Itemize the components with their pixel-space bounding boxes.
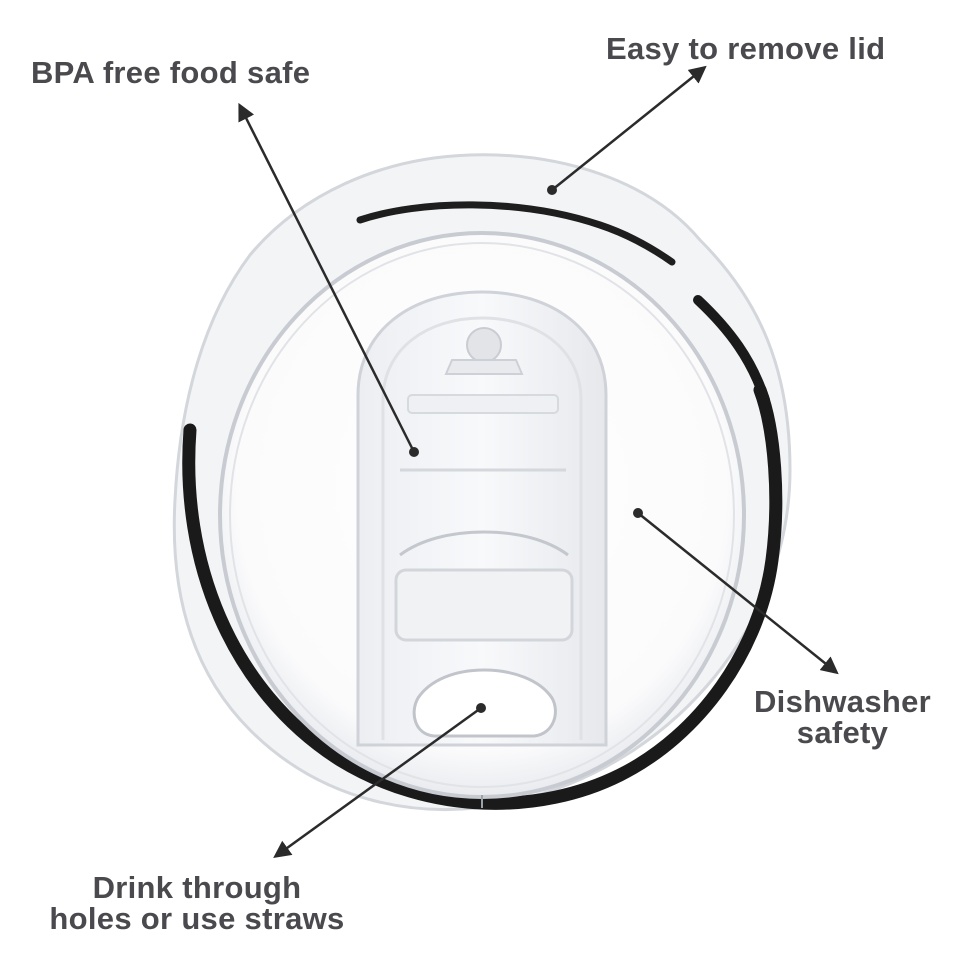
arrow-anchor-dot	[409, 447, 419, 457]
tumbler-lid-illustration	[172, 153, 792, 811]
callout-drink-line2: holes or use straws	[49, 901, 345, 936]
arrow-dishwasher	[633, 508, 839, 675]
callout-drink-line1: Drink through	[92, 870, 302, 905]
arrow-anchor-dot	[547, 185, 557, 195]
arrow-bpa	[238, 102, 419, 457]
callout-dishwasher-line1: Dishwasher	[753, 684, 931, 719]
arrow-anchor-dot	[476, 703, 486, 713]
callout-bpa-free: BPA free food safe	[31, 57, 310, 88]
callout-drink: Drink through holes or use straws	[27, 872, 367, 934]
callout-dishwasher-line2: safety	[796, 715, 889, 750]
callout-easy-remove: Easy to remove lid	[606, 33, 885, 64]
callout-bpa-text: BPA free food safe	[31, 55, 311, 90]
arrow-anchor-dot	[633, 508, 643, 518]
callout-dishwasher: Dishwasher safety	[740, 686, 945, 748]
callout-remove-text: Easy to remove lid	[606, 31, 886, 66]
arrow-drink	[273, 703, 486, 859]
arrows	[238, 65, 839, 859]
arrow-remove	[547, 65, 707, 195]
